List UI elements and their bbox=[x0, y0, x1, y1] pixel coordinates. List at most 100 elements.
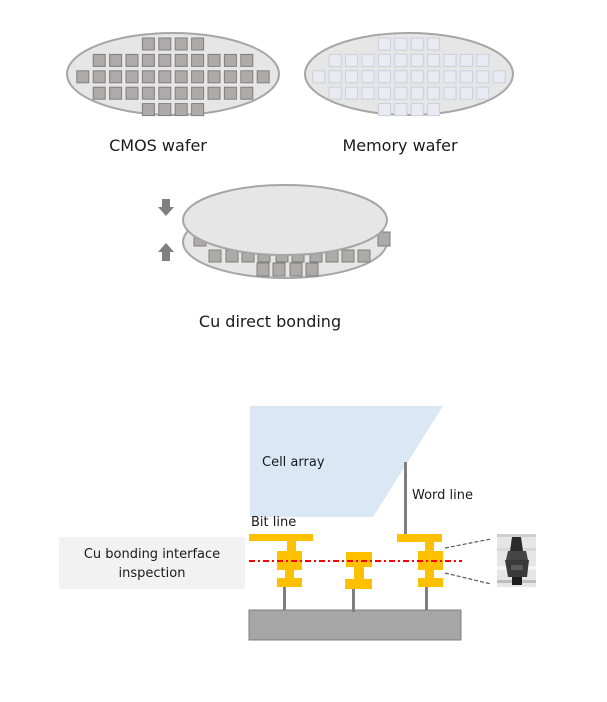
wafer-die bbox=[377, 53, 391, 67]
word-line bbox=[404, 462, 407, 534]
wafer-die bbox=[427, 53, 441, 67]
memory-wafer-label: Memory wafer bbox=[342, 136, 458, 155]
wafer-die bbox=[141, 103, 155, 117]
wafer-die bbox=[394, 53, 408, 67]
wafer-die bbox=[377, 37, 391, 51]
via-1 bbox=[283, 587, 286, 610]
via-2 bbox=[352, 589, 355, 612]
wafer-die bbox=[207, 86, 221, 100]
wafer-die bbox=[345, 70, 359, 84]
wafer-die bbox=[361, 70, 375, 84]
wafer-die bbox=[394, 103, 408, 117]
wafer-die bbox=[410, 70, 424, 84]
callout-line-bottom bbox=[444, 572, 492, 585]
inspection-label-line1: Cu bonding interface bbox=[84, 547, 220, 562]
wafer-die bbox=[125, 86, 139, 100]
bonded-wafer-stack bbox=[182, 184, 391, 279]
wafer-die bbox=[174, 86, 188, 100]
wafer-die bbox=[410, 37, 424, 51]
inspection-image-thumbnail bbox=[497, 534, 536, 587]
wafer-die bbox=[174, 37, 188, 51]
wafer-die bbox=[427, 37, 441, 51]
wafer-die bbox=[223, 53, 237, 67]
wafer-die bbox=[92, 53, 106, 67]
wafer-die bbox=[125, 70, 139, 84]
wafer-die bbox=[141, 70, 155, 84]
wafer-die bbox=[459, 70, 473, 84]
wafer-die bbox=[476, 53, 490, 67]
wafer-die bbox=[158, 70, 172, 84]
wafer-die bbox=[394, 86, 408, 100]
memory-wafer-dies bbox=[312, 37, 506, 117]
wafer-die bbox=[443, 70, 457, 84]
inspection-label-line2: inspection bbox=[119, 566, 186, 581]
cmos-wafer bbox=[66, 32, 280, 117]
wafer-die bbox=[328, 86, 342, 100]
wafer-die bbox=[92, 70, 106, 84]
wafer-die bbox=[394, 37, 408, 51]
memory-wafer bbox=[304, 32, 514, 117]
cell-array-block bbox=[250, 406, 443, 517]
wafer-die bbox=[427, 86, 441, 100]
arrow-down-icon bbox=[158, 199, 174, 216]
wafer-die bbox=[443, 53, 457, 67]
cu-bond-pad-2 bbox=[345, 552, 372, 589]
wafer-die bbox=[191, 37, 205, 51]
wafer-die bbox=[208, 249, 222, 263]
wafer-die bbox=[377, 231, 391, 247]
word-line-label: Word line bbox=[412, 488, 473, 503]
wafer-die bbox=[191, 103, 205, 117]
wafer-die bbox=[305, 262, 319, 277]
wafer-die bbox=[341, 249, 355, 263]
wafer-die bbox=[240, 53, 254, 67]
wafer-die bbox=[256, 262, 270, 277]
wafer-die bbox=[92, 86, 106, 100]
wafer-die bbox=[361, 53, 375, 67]
wafer-die bbox=[459, 86, 473, 100]
wafer-die bbox=[174, 53, 188, 67]
callout-line-top bbox=[444, 538, 492, 549]
wafer-die bbox=[312, 70, 326, 84]
wafer-die bbox=[76, 70, 90, 84]
wafer-die bbox=[492, 70, 506, 84]
wafer-die bbox=[410, 103, 424, 117]
via-3 bbox=[425, 587, 428, 610]
wafer-die bbox=[223, 86, 237, 100]
wafer-die bbox=[272, 262, 286, 277]
wafer-die bbox=[109, 53, 123, 67]
wafer-die bbox=[207, 53, 221, 67]
arrow-up-icon bbox=[158, 243, 174, 261]
bit-line-label: Bit line bbox=[251, 515, 296, 530]
wafer-die bbox=[357, 249, 371, 263]
wafer-die bbox=[410, 86, 424, 100]
cmos-wafer-dies bbox=[76, 37, 270, 117]
wafer-die bbox=[240, 86, 254, 100]
cross-section: Cell array Word line Bit line Cu bonding… bbox=[59, 406, 536, 641]
wafer-die bbox=[361, 86, 375, 100]
wafer-die bbox=[158, 86, 172, 100]
inspection-label-box bbox=[59, 537, 245, 589]
wafer-die bbox=[476, 86, 490, 100]
wafer-die bbox=[289, 262, 303, 277]
wafer-die bbox=[345, 53, 359, 67]
wafer-die bbox=[377, 103, 391, 117]
wafer-die bbox=[476, 70, 490, 84]
wafer-die bbox=[328, 70, 342, 84]
wafer-die bbox=[141, 86, 155, 100]
wafer-die bbox=[223, 70, 237, 84]
wafer-die bbox=[207, 70, 221, 84]
top-wafer bbox=[182, 184, 388, 256]
wafer-die bbox=[141, 53, 155, 67]
wafer-die bbox=[158, 53, 172, 67]
wafer-die bbox=[109, 86, 123, 100]
wafer-die bbox=[410, 53, 424, 67]
wafer-die bbox=[427, 70, 441, 84]
wafer-die bbox=[174, 103, 188, 117]
wafer-die bbox=[174, 70, 188, 84]
wafer-die bbox=[158, 103, 172, 117]
cmos-wafer-label: CMOS wafer bbox=[109, 136, 207, 155]
wafer-die bbox=[345, 86, 359, 100]
wafer-die bbox=[141, 37, 155, 51]
wafer-die bbox=[240, 70, 254, 84]
cell-array-label: Cell array bbox=[262, 455, 325, 470]
